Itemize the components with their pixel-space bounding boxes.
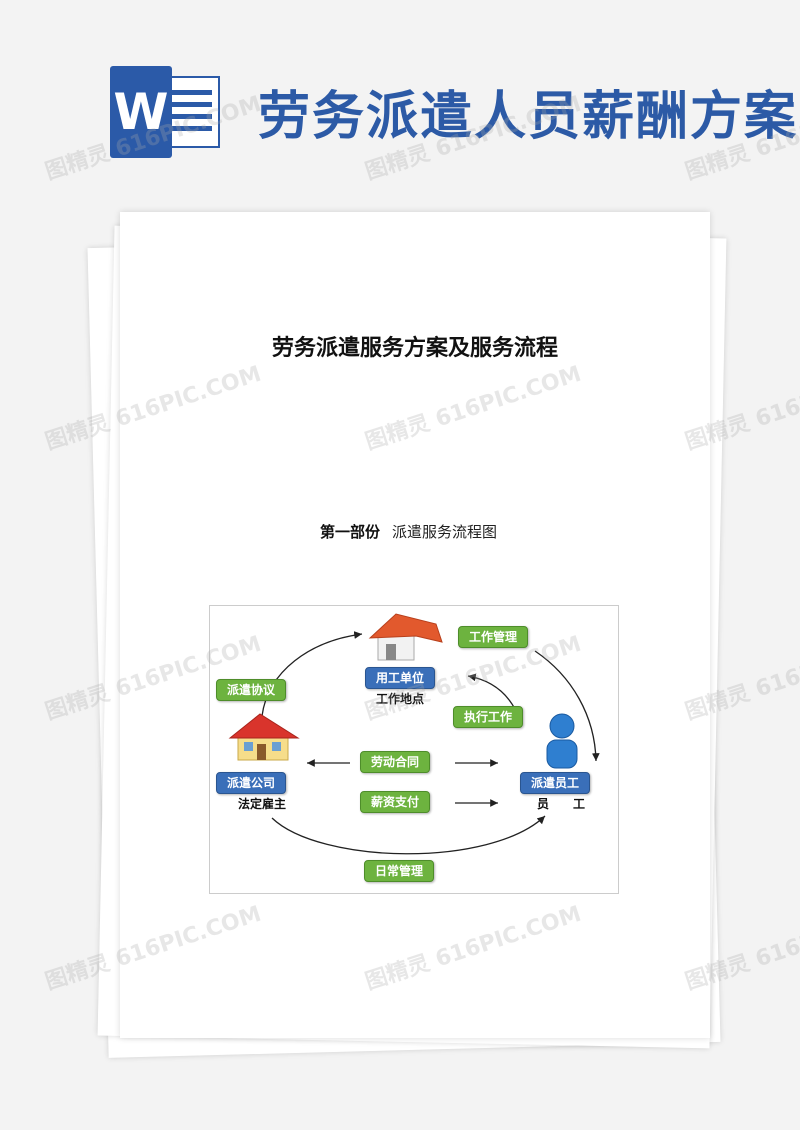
label-dispatched-staff: 派遣员工 bbox=[520, 772, 591, 794]
document-title: 劳务派遣服务方案及服务流程 bbox=[271, 335, 558, 361]
dispatch-house-icon bbox=[228, 713, 300, 761]
banner-title: 劳务派遣人员薪酬方案 bbox=[258, 86, 799, 147]
label-daily-management: 日常管理 bbox=[364, 860, 435, 882]
label-dispatch-agreement: 派遣协议 bbox=[216, 679, 287, 701]
label-legal-employer: 法定雇主 bbox=[238, 797, 287, 811]
employer-house-icon bbox=[368, 613, 443, 661]
label-labor-contract: 劳动合同 bbox=[360, 751, 431, 773]
label-employer-unit: 用工单位 bbox=[365, 667, 436, 689]
banner: W 劳务派遣人员薪酬方案 bbox=[0, 0, 800, 200]
section-title: 派遣服务流程图 bbox=[392, 523, 498, 541]
word-logo-icon: W bbox=[110, 66, 220, 158]
word-letter: W bbox=[110, 66, 172, 158]
section-label: 第一部份 bbox=[320, 523, 381, 541]
label-work-location: 工作地点 bbox=[376, 692, 425, 706]
arrow-agreement bbox=[261, 631, 363, 717]
arrow-daily-management bbox=[271, 815, 546, 855]
label-employee: 员 工 bbox=[537, 797, 586, 811]
section-heading: 第一部份派遣服务流程图 bbox=[320, 521, 497, 542]
arrow-work-management bbox=[534, 650, 600, 762]
dispatch-flow-diagram: 工作管理 用工单位 工作地点 派遣协议 执行工作 派遣公司 法定雇主 劳动合同 … bbox=[209, 605, 619, 894]
label-dispatch-company: 派遣公司 bbox=[216, 772, 287, 794]
label-work-management: 工作管理 bbox=[458, 626, 529, 648]
label-execute-work: 执行工作 bbox=[453, 706, 524, 728]
employee-person-icon bbox=[546, 713, 578, 769]
label-salary-payment: 薪资支付 bbox=[360, 791, 431, 813]
flow-graphics bbox=[228, 613, 600, 855]
document-page: 劳务派遣服务方案及服务流程 第一部份派遣服务流程图 bbox=[120, 212, 710, 1038]
arrow-execute-work bbox=[467, 673, 517, 712]
